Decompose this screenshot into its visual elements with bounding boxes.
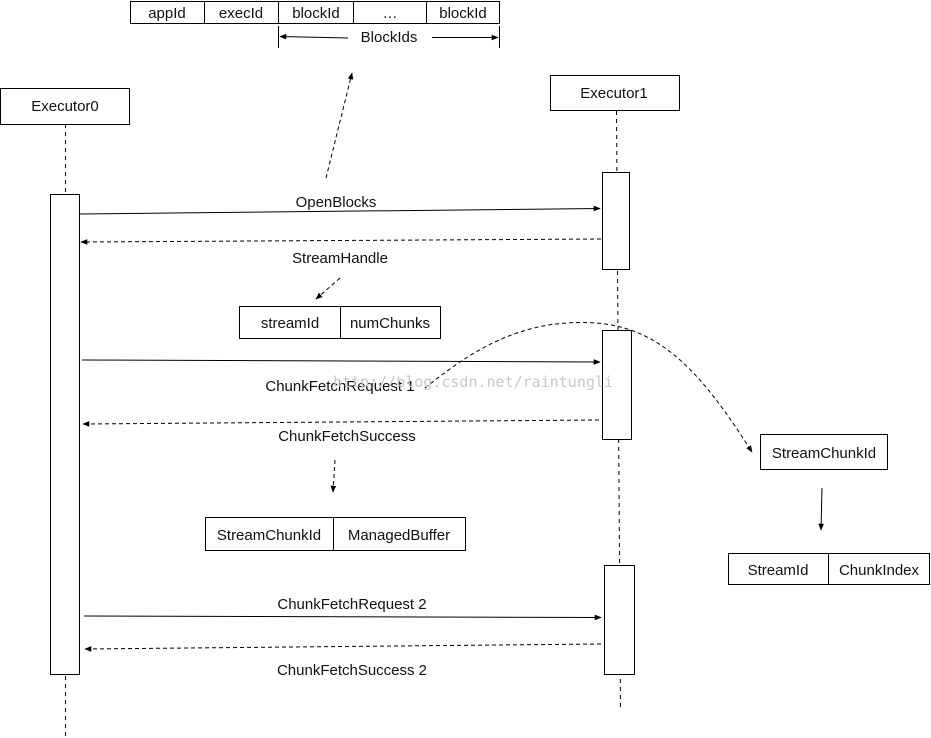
executor1-box: Executor1 xyxy=(550,75,680,111)
stream-handle-label: StreamHandle xyxy=(292,250,388,267)
fetch-success-field-managed-buffer: ManagedBuffer xyxy=(348,527,450,544)
fetch-success-1-arrow xyxy=(82,419,600,427)
open-blocks-label: OpenBlocks xyxy=(296,194,377,211)
stream-handle-field-num-chunks: numChunks xyxy=(350,315,430,332)
fetch-request-2-arrow xyxy=(83,614,602,621)
fetch-request-1-label: ChunkFetchRequest 1 xyxy=(265,378,414,395)
block-field-block-id-last: blockId xyxy=(439,5,487,22)
fetch-success-2-arrow xyxy=(84,643,602,652)
executor1-activation-fetch-1 xyxy=(602,330,632,440)
fetch-request-1-arrow xyxy=(81,359,601,365)
open-blocks-to-header-arrow xyxy=(325,72,354,179)
stream-handle-detail-arrow xyxy=(315,277,341,300)
stream-chunk-id-title: StreamChunkId xyxy=(772,445,876,462)
stream-chunk-id-field-chunk-index: ChunkIndex xyxy=(839,562,920,579)
executor0-box: Executor0 xyxy=(0,88,130,125)
block-header-table: appId execId blockId … blockId xyxy=(130,1,500,24)
fetch-request-to-chunk-id-curve xyxy=(424,322,753,453)
fetch-success-2-label: ChunkFetchSuccess 2 xyxy=(277,662,427,679)
fetch-success-detail-arrow xyxy=(330,459,337,493)
stream-handle-arrow xyxy=(80,238,602,245)
stream-chunk-id-box: StreamChunkId xyxy=(760,434,888,470)
fetch-request-2-label: ChunkFetchRequest 2 xyxy=(277,596,426,613)
block-ids-label: BlockIds xyxy=(361,29,418,46)
block-field-ellipsis: … xyxy=(383,5,398,22)
fetch-success-table: StreamChunkId ManagedBuffer xyxy=(205,517,466,551)
block-field-app-id: appId xyxy=(148,5,186,22)
block-ids-span: BlockIds xyxy=(278,26,500,48)
executor1-activation-fetch-2 xyxy=(604,565,635,675)
stream-chunk-id-arrow xyxy=(818,487,824,531)
fetch-success-field-stream-chunk-id: StreamChunkId xyxy=(217,527,321,544)
stream-chunk-id-table: StreamId ChunkIndex xyxy=(728,553,930,585)
stream-chunk-id-field-stream-id: StreamId xyxy=(748,562,809,579)
block-field-block-id: blockId xyxy=(292,5,340,22)
executor0-label: Executor0 xyxy=(31,98,99,115)
block-field-exec-id: execId xyxy=(219,5,263,22)
fetch-success-1-label: ChunkFetchSuccess xyxy=(278,428,416,445)
executor1-activation-open xyxy=(602,172,630,270)
stream-handle-field-stream-id: streamId xyxy=(261,315,319,332)
executor1-label: Executor1 xyxy=(580,85,648,102)
watermark: http://blog.csdn.net/raintungli xyxy=(333,373,613,391)
open-blocks-arrow xyxy=(79,205,601,215)
executor0-activation xyxy=(50,194,80,675)
stream-handle-table: streamId numChunks xyxy=(239,306,441,339)
